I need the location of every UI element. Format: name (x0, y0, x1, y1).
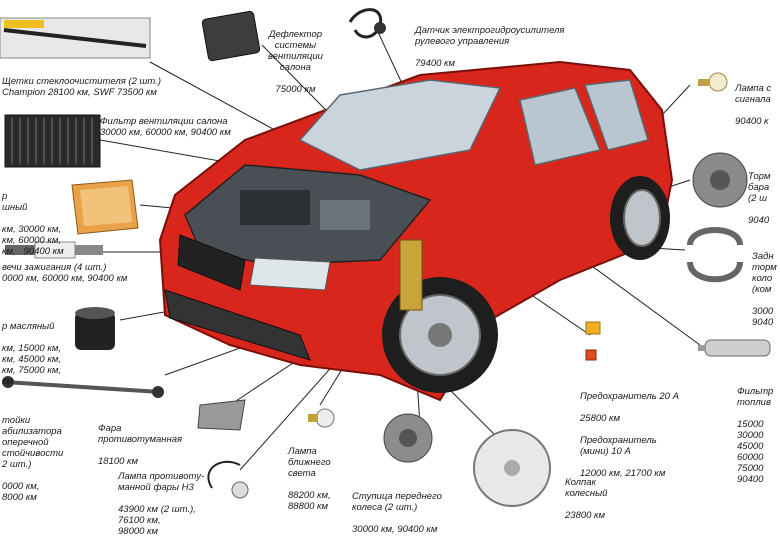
brake-shoes-icon (687, 227, 743, 283)
label-front-hub: Ступица переднего колеса (2 шт.) 30000 к… (352, 491, 442, 535)
label-oil-filter: р масляный км, 15000 км, км, 45000 км, к… (2, 321, 61, 387)
label-wheel-cap: Колпак колесный 23800 км (565, 477, 608, 521)
car-illustration (158, 60, 674, 402)
label-fuses: Предохранитель 20 А 25800 км Предохранит… (580, 391, 679, 479)
sensor-icon (348, 8, 386, 39)
car-parts-diagram: Щетки стеклоочистителя (2 шт.) Champion … (0, 8, 777, 537)
label-cabin-filter: Фильтр вентиляции салона 30000 км, 60000… (100, 116, 231, 138)
fuse-icon (585, 321, 601, 361)
label-brake-shoes: Задн торм коло (ком 3000 9040 (752, 251, 777, 328)
air-filter-icon (71, 179, 139, 235)
wiper-blade-icon (0, 17, 151, 59)
fuel-filter-icon (698, 339, 771, 357)
label-low-beam-bulb: Лампа ближнего света 88200 км, 88800 км (288, 446, 331, 512)
label-deflector: Дефлектор системы вентиляции салона 7500… (268, 29, 323, 95)
oil-filter-icon (75, 307, 115, 350)
label-wipers: Щетки стеклоочистителя (2 шт.) Champion … (2, 76, 161, 98)
label-steering-sensor: Датчик электрогидроусилителя рулевого уп… (415, 25, 565, 69)
cabin-filter-icon (4, 114, 101, 168)
fog-lamp-icon (197, 399, 246, 431)
label-brake-drum: Торм бара (2 ш 9040 (748, 171, 771, 226)
spark-plug-icon (5, 241, 103, 259)
diagram-graphics (0, 8, 771, 507)
deflector-icon (201, 10, 261, 62)
low-beam-bulb-icon (308, 408, 335, 428)
bulb-icon-signal (698, 72, 728, 92)
label-stabilizer-link: тойки абилизатора оперечной стойчивости … (2, 415, 64, 503)
label-fuel-filter: Фильтр топлив 15000 30000 45000 60000 75… (737, 386, 774, 485)
label-spark-plugs: вечи зажигания (4 шт.) 0000 км, 60000 км… (2, 262, 128, 284)
fog-bulb-icon (207, 460, 249, 499)
label-fog-bulb: Лампа противоту- манной фары Н3 43900 км… (118, 471, 205, 537)
label-fog-lamp: Фара противотуманная 18100 км (98, 423, 183, 467)
hub-icon (383, 413, 433, 463)
stabilizer-link-icon (2, 376, 164, 398)
brake-drum-icon (692, 152, 748, 208)
wheel-cap-icon (473, 429, 551, 507)
label-signal-lamp: Лампа с сигнала 90400 к (735, 83, 772, 127)
label-air-filter: р шный км, 30000 км, км, 60000 км, км, 9… (2, 191, 64, 257)
